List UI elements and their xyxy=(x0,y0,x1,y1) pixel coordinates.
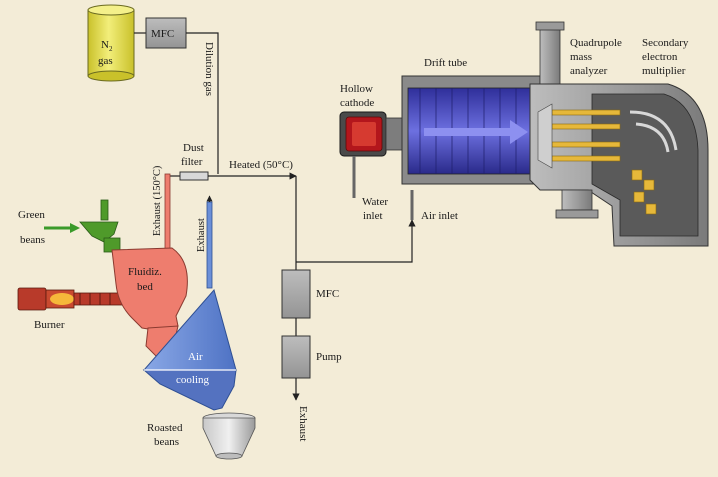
quadrupole-label-2: mass xyxy=(570,51,592,63)
hollow-cathode xyxy=(339,111,403,157)
secondary-electron-label-3: multiplier xyxy=(642,65,686,77)
green-beans-label-2: beans xyxy=(20,234,45,246)
cooler-exhaust-pipe xyxy=(206,201,213,289)
fluidized-label-1: Fluidiz. xyxy=(128,266,162,278)
dust-filter-label-2: filter xyxy=(181,156,203,168)
to-inlet-line xyxy=(296,219,416,263)
roasted-beans-hopper xyxy=(202,412,256,460)
cooling-label: cooling xyxy=(176,374,209,386)
drift-tube xyxy=(401,75,541,185)
dilution-gas-line xyxy=(186,32,219,174)
burner-label: Burner xyxy=(34,319,65,331)
electron-multiplier xyxy=(629,110,678,215)
mfc-top-box: MFC xyxy=(145,17,187,49)
dust-filter xyxy=(179,171,209,181)
secondary-electron-label-2: electron xyxy=(642,51,678,63)
mfc-lower-box xyxy=(281,269,311,319)
hollow-cathode-label-1: Hollow xyxy=(340,83,373,95)
green-beans-label-1: Green xyxy=(18,209,45,221)
quadrupole-label-3: analyzer xyxy=(570,65,608,77)
dilution-gas-label: Dilution gas xyxy=(203,42,215,96)
vacuum-chamber xyxy=(529,21,709,247)
pump-box xyxy=(281,335,311,379)
secondary-electron-label-1: Secondary xyxy=(642,37,689,49)
burner xyxy=(17,287,131,311)
ion-beam xyxy=(424,128,510,136)
mfc-lower-label: MFC xyxy=(316,288,339,300)
hollow-cathode-label-2: cathode xyxy=(340,97,374,109)
pump-exhaust-label: Exhaust xyxy=(297,406,309,441)
water-inlet-label-2: inlet xyxy=(363,210,383,222)
n2-gas-label: gas xyxy=(98,55,113,67)
quadrupole-label-1: Quadrupole xyxy=(570,37,622,49)
mfc-top-label: MFC xyxy=(151,28,174,40)
dust-filter-label-1: Dust xyxy=(183,142,204,154)
fluidized-label-2: bed xyxy=(137,281,153,293)
exhaust-150-pipe xyxy=(164,173,171,255)
exhaust-150-label: Exhaust (150°C) xyxy=(152,165,163,236)
drift-tube-label: Drift tube xyxy=(424,57,467,69)
cooler-exhaust-label: Exhaust xyxy=(196,218,207,252)
green-beans-arrow-head xyxy=(70,223,80,233)
n2-label: N xyxy=(101,39,109,51)
roasted-beans-label-2: beans xyxy=(154,436,179,448)
pump-label: Pump xyxy=(316,351,342,363)
air-inlet-label: Air inlet xyxy=(421,210,458,222)
n2-subscript: 2 xyxy=(109,45,113,53)
heated-label: Heated (50°C) xyxy=(229,159,293,171)
water-inlet-label-1: Water xyxy=(362,196,388,208)
air-label: Air xyxy=(188,351,203,363)
burner-flame xyxy=(50,293,74,305)
n2-gas-cylinder: N 2 gas xyxy=(87,4,135,82)
green-bean-hopper xyxy=(79,199,121,253)
quadrupole-rods xyxy=(537,103,621,169)
roasted-beans-label-1: Roasted xyxy=(147,422,183,434)
ion-beam-arrow xyxy=(510,120,528,144)
